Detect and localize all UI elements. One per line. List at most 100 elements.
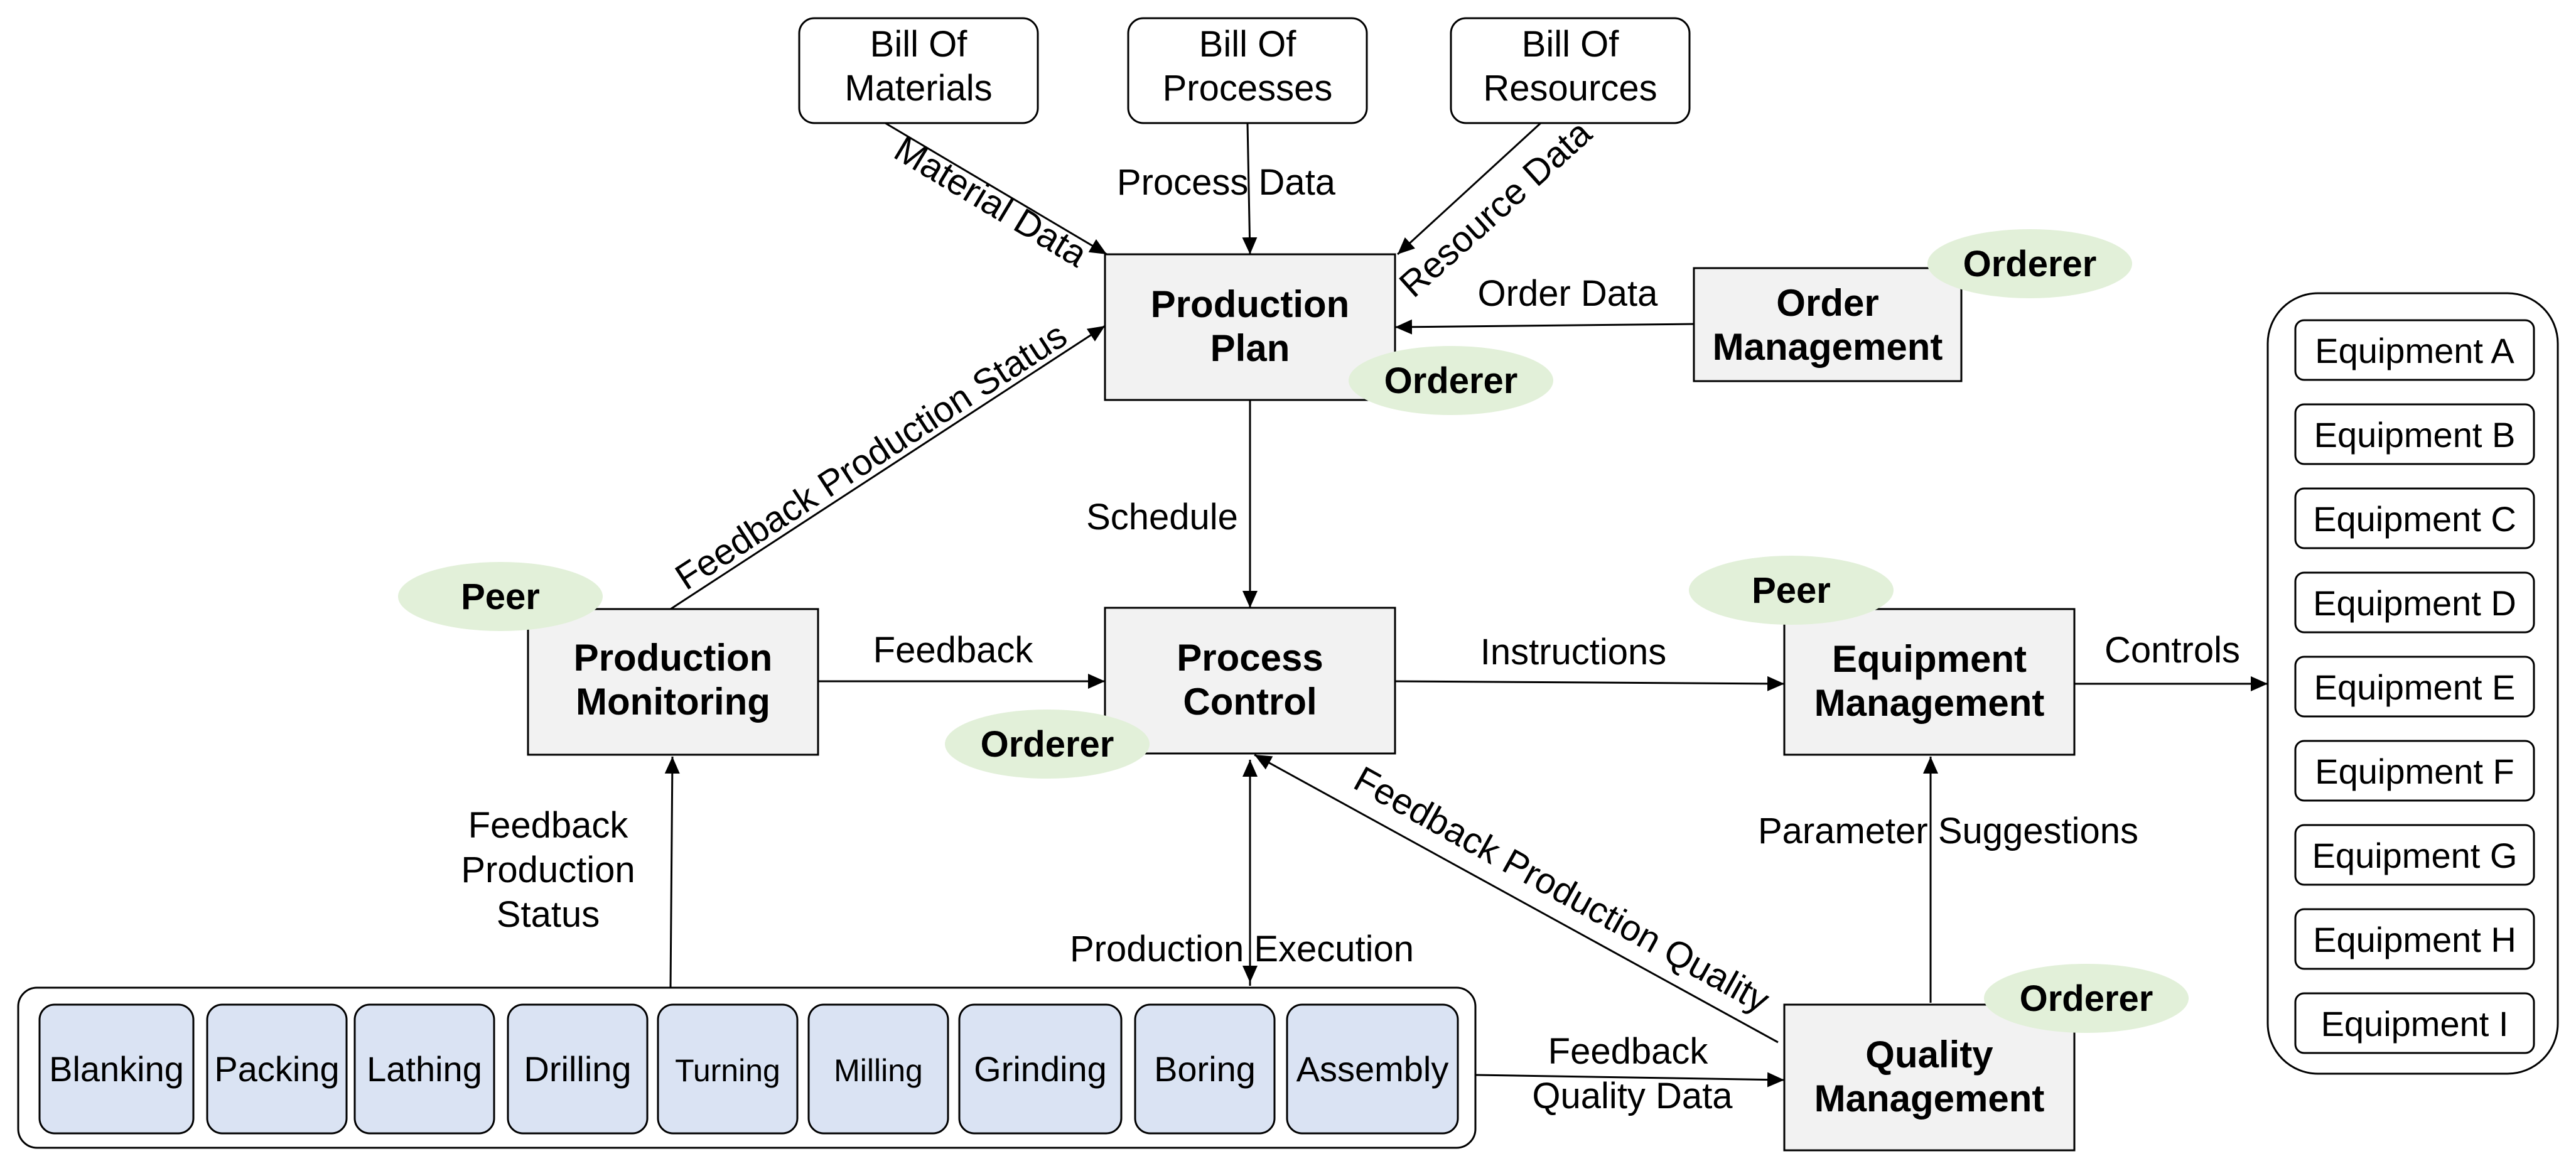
equipment-item-c: Equipment C: [2294, 487, 2535, 549]
svg-text:Orderer: Orderer: [981, 724, 1114, 765]
svg-text:Status: Status: [497, 894, 600, 935]
process-box-blanking: Blanking: [38, 1003, 195, 1135]
peer-badge-equipment-management: Peer: [1689, 556, 1894, 625]
equipment-item-h: Equipment H: [2294, 908, 2535, 970]
svg-text:Feedback: Feedback: [468, 805, 629, 846]
feedback-production-status-vert-label: Feedback Production Status: [461, 805, 635, 935]
svg-text:Monitoring: Monitoring: [576, 681, 770, 723]
orderer-badge-order-management: Orderer: [1927, 229, 2132, 298]
process-box-milling: Milling: [807, 1003, 949, 1135]
feedback-production-status-vert-arrow: [664, 756, 680, 988]
process-label-boring: Boring: [1154, 1049, 1256, 1089]
bill-of-materials-line2: Materials: [844, 68, 992, 109]
material-data-arrow: [885, 122, 1107, 256]
orderer-badge-production-plan: Orderer: [1349, 346, 1553, 415]
equipment-item-b: Equipment B: [2294, 403, 2535, 465]
equipment-item-a: Equipment A: [2294, 319, 2535, 381]
instructions-label: Instructions: [1480, 632, 1667, 672]
equipment-item-e: Equipment E: [2294, 656, 2535, 718]
process-data-label: Process Data: [1117, 162, 1336, 203]
process-label-drilling: Drilling: [524, 1049, 631, 1089]
equipment-label-a: Equipment A: [2315, 331, 2514, 370]
svg-text:Bill Of: Bill Of: [870, 24, 968, 65]
svg-text:Orderer: Orderer: [1963, 244, 2097, 284]
equipment-item-g: Equipment G: [2294, 824, 2535, 886]
equipment-label-i: Equipment I: [2321, 1004, 2509, 1044]
equipment-item-i: Equipment I: [2294, 992, 2535, 1054]
material-data-label: Material Data: [887, 129, 1094, 276]
feedback-label: Feedback: [873, 630, 1034, 671]
instructions-arrow: [1394, 676, 1785, 691]
svg-text:Plan: Plan: [1210, 327, 1290, 369]
svg-text:Feedback: Feedback: [1548, 1031, 1709, 1072]
equipment-label-c: Equipment C: [2313, 499, 2516, 539]
process-label-blanking: Blanking: [49, 1049, 184, 1089]
svg-text:Processes: Processes: [1163, 68, 1333, 109]
orderer-badge-quality-management: Orderer: [1984, 964, 2189, 1033]
svg-text:Management: Management: [1814, 682, 2045, 724]
bill-of-resources-box: Bill Of Resources: [1450, 17, 1691, 124]
svg-text:Peer: Peer: [1752, 570, 1831, 611]
equipment-item-f: Equipment F: [2294, 740, 2535, 802]
bill-of-materials-line1: Bill Of: [870, 24, 968, 65]
orderer-badge-process-control: Orderer: [945, 710, 1150, 779]
equipment-label-g: Equipment G: [2312, 836, 2518, 875]
quality-management-box: Quality Management: [1783, 1003, 2076, 1152]
peer-badge-production-monitoring: Peer: [398, 562, 603, 631]
feedback-production-quality-label: Feedback Production Quality: [1347, 758, 1776, 1021]
feedback-quality-data-label: Feedback Quality Data: [1532, 1031, 1733, 1116]
feedback-quality-data-arrow: [1475, 1072, 1785, 1088]
process-label-lathing: Lathing: [367, 1049, 482, 1089]
connectors: [664, 122, 2268, 1088]
process-data-arrow: [1242, 122, 1258, 255]
process-box-boring: Boring: [1134, 1003, 1276, 1135]
equipment-label-d: Equipment D: [2313, 583, 2516, 623]
bill-of-processes-line2: Processes: [1163, 68, 1333, 109]
equipment-label-h: Equipment H: [2313, 920, 2516, 959]
process-label-milling: Milling: [834, 1053, 923, 1088]
equipment-label-e: Equipment E: [2314, 667, 2516, 707]
production-plan-box: Production Plan: [1104, 253, 1396, 401]
process-box-packing: Packing: [206, 1003, 348, 1135]
feedback-production-status-diag-arrow: [670, 325, 1106, 610]
production-execution-label: Production Execution: [1070, 929, 1414, 969]
bill-of-processes-box: Bill Of Processes: [1127, 17, 1368, 124]
process-label-turning: Turning: [675, 1053, 780, 1088]
production-monitoring-box: Production Monitoring: [527, 608, 819, 756]
bill-of-resources-line2: Resources: [1483, 68, 1657, 109]
process-box-assembly: Assembly: [1286, 1003, 1459, 1135]
svg-text:Peer: Peer: [461, 576, 540, 617]
svg-text:Orderer: Orderer: [2020, 978, 2153, 1019]
bill-of-materials-box: Bill Of Materials: [798, 17, 1039, 124]
feedback-production-status-diag-label: Feedback Production Status: [668, 315, 1074, 598]
process-label-assembly: Assembly: [1296, 1049, 1449, 1089]
process-row: Blanking Packing Lathing Drilling Turning Mil…: [38, 1003, 1459, 1135]
order-management-box: Order Management: [1693, 267, 1963, 382]
svg-text:Materials: Materials: [844, 68, 992, 109]
resource-data-arrow: [1396, 122, 1542, 256]
svg-text:Quality: Quality: [1865, 1034, 1993, 1076]
svg-text:Orderer: Orderer: [1384, 360, 1518, 401]
svg-text:Equipment: Equipment: [1832, 638, 2027, 680]
process-label-packing: Packing: [214, 1049, 339, 1089]
process-box-lathing: Lathing: [353, 1003, 495, 1135]
svg-text:Management: Management: [1713, 326, 1943, 368]
svg-text:Resources: Resources: [1483, 68, 1657, 109]
equipment-label-b: Equipment B: [2314, 415, 2516, 455]
svg-text:Quality Data: Quality Data: [1532, 1076, 1733, 1116]
order-data-arrow: [1394, 319, 1695, 335]
equipment-column: Equipment A Equipment B Equipment C Equipme…: [2294, 319, 2535, 1054]
svg-text:Bill Of: Bill Of: [1522, 24, 1620, 65]
svg-text:Order: Order: [1776, 282, 1878, 324]
svg-text:Production: Production: [574, 637, 773, 679]
process-label-grinding: Grinding: [974, 1049, 1107, 1089]
svg-text:Management: Management: [1814, 1077, 2045, 1120]
svg-text:Bill Of: Bill Of: [1199, 24, 1297, 65]
svg-text:Process: Process: [1177, 637, 1323, 679]
svg-text:Production: Production: [1151, 283, 1350, 325]
process-box-drilling: Drilling: [507, 1003, 649, 1135]
schedule-label: Schedule: [1086, 497, 1238, 537]
equipment-item-d: Equipment D: [2294, 571, 2535, 634]
